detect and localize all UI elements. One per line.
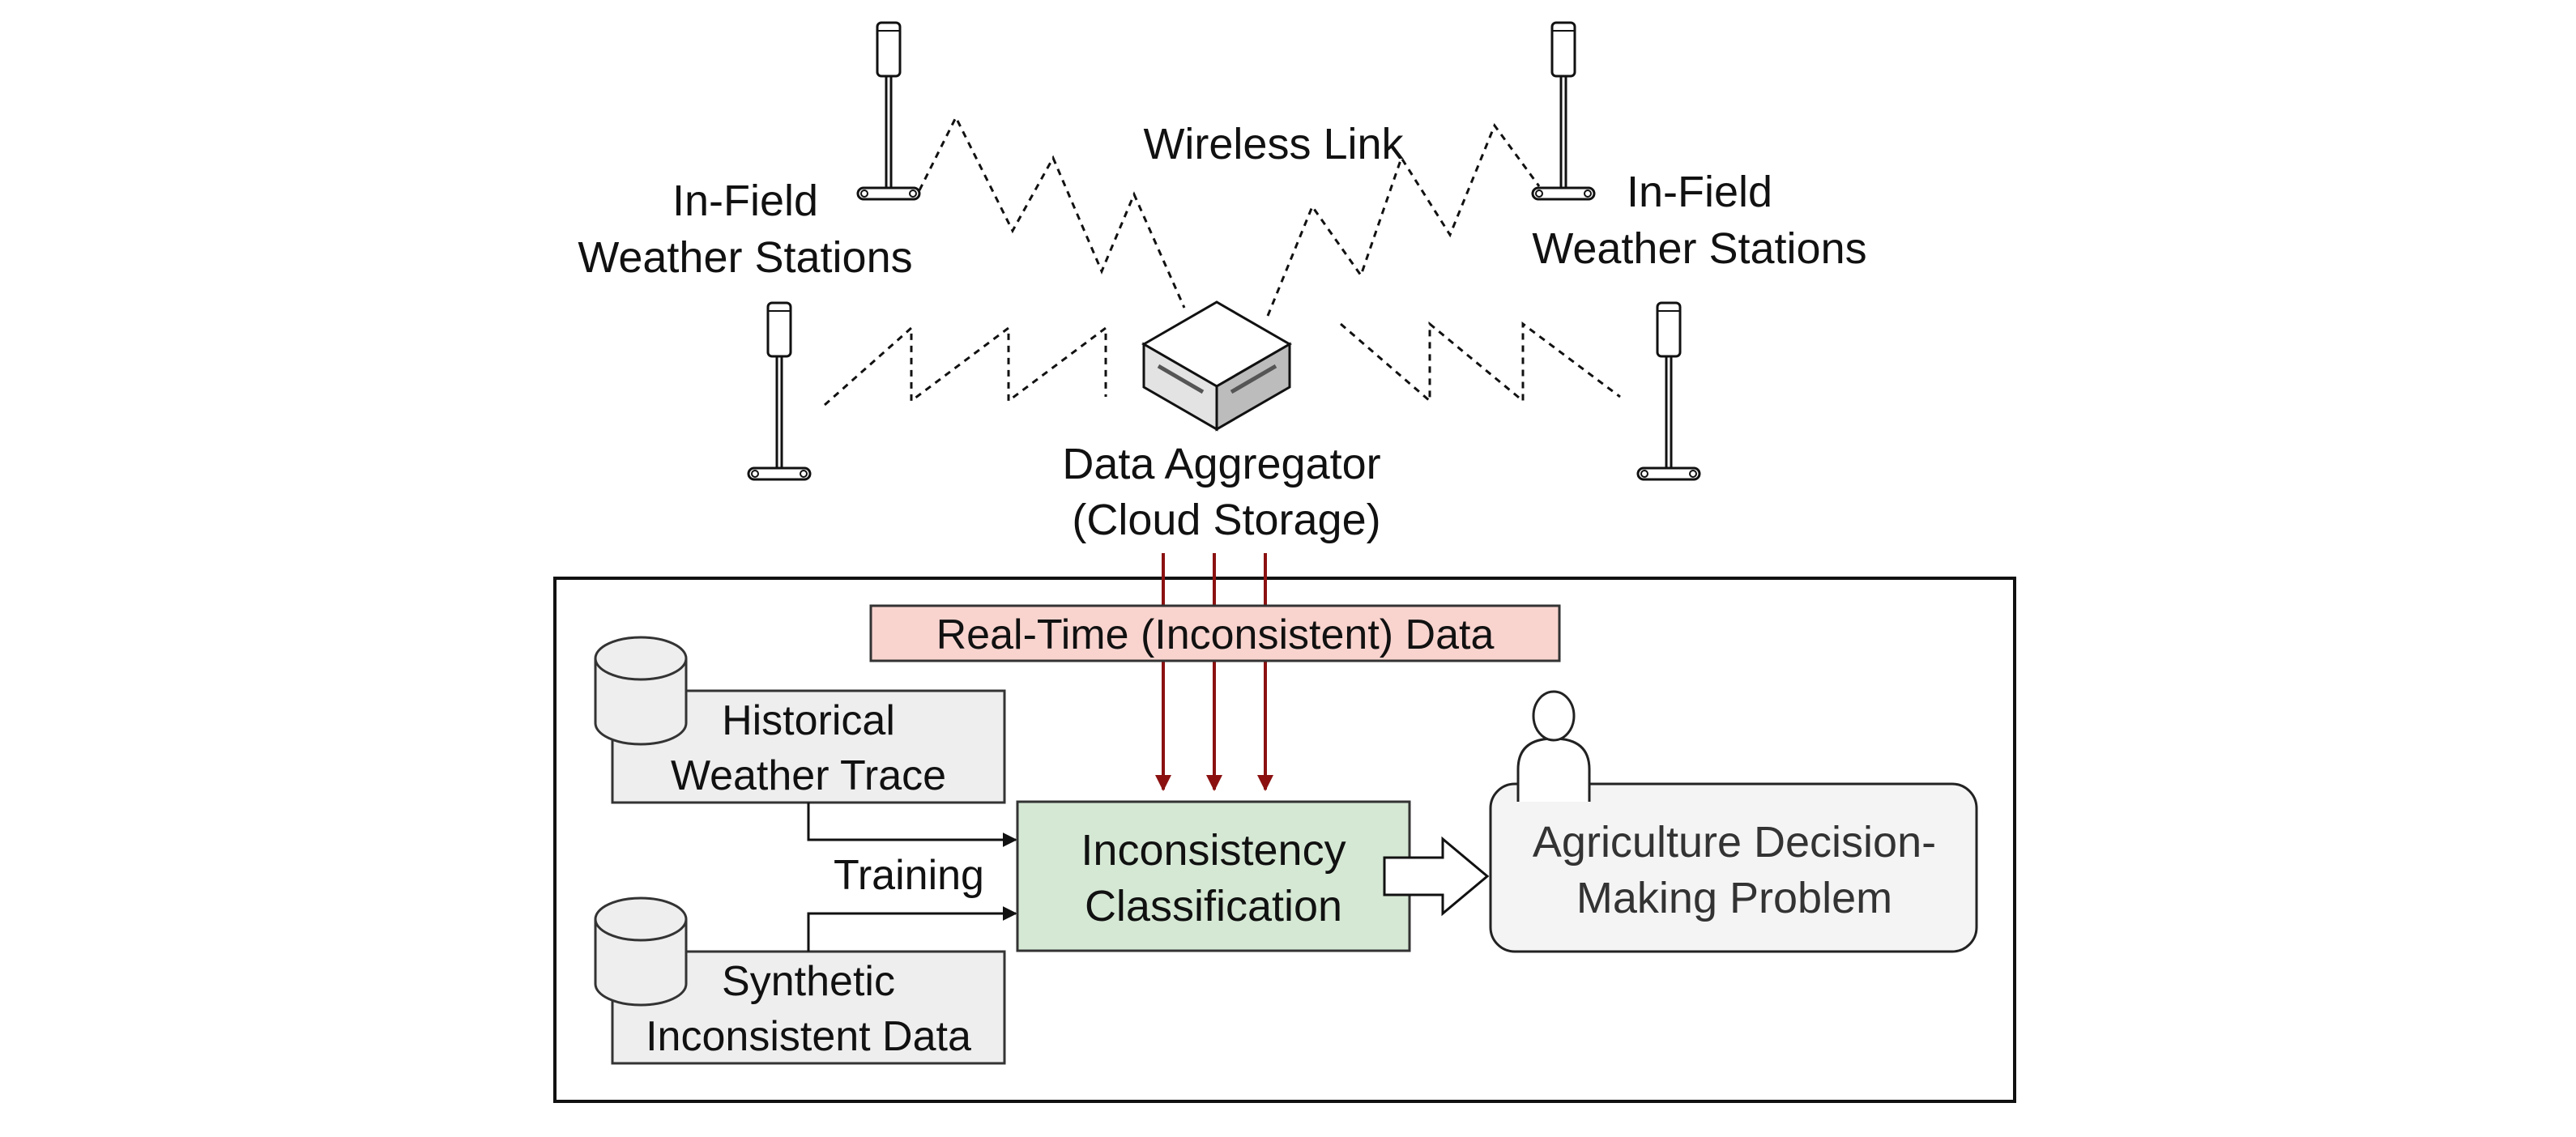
realtime-data-label: Real-Time (Inconsistent) Data [936,611,1495,658]
stations-left-label-line1: In-Field [672,177,818,225]
synthetic-label-line1: Synthetic [722,958,895,1005]
historical-label-line1: Historical [722,697,895,744]
classification-box [1016,800,1411,952]
weather-station-icon [1636,301,1701,481]
historical-label-line2: Weather Trace [671,752,946,799]
aggregator-label-line2: (Cloud Storage) [1072,496,1380,544]
wireless-link-line [1340,321,1621,404]
synthetic-label-line2: Inconsistent Data [646,1013,971,1060]
stations-right-label-line2: Weather Stations [1532,224,1866,273]
aggregator-label-line1: Data Aggregator [1062,440,1380,488]
decision-problem-box [1489,782,1978,953]
training-arrow [807,803,1017,847]
classification-label-line1: Inconsistency [1081,826,1346,875]
block-arrow-icon [1383,836,1490,917]
stations-left-label-line2: Weather Stations [578,233,912,282]
weather-station-icon [1531,21,1596,201]
system-frame [553,577,2016,1103]
training-label: Training [834,852,984,899]
server-icon [1141,300,1292,432]
wireless-link-line [824,325,1107,407]
decision-label-line2: Making Problem [1576,874,1892,922]
wireless-link-line [1266,122,1541,317]
realtime-data-box [869,604,1561,662]
database-icon [594,636,688,746]
person-icon [1516,690,1591,802]
classification-label-line2: Classification [1085,882,1342,930]
training-arrow [807,906,1017,952]
weather-station-icon [747,301,812,481]
decision-label-line1: Agriculture Decision- [1533,818,1936,867]
wireless-link-line [918,114,1186,309]
stations-right-label-line1: In-Field [1627,168,1772,216]
database-icon [594,896,688,1007]
weather-station-icon [856,21,921,201]
wireless-link-label: Wireless Link [1143,120,1404,168]
